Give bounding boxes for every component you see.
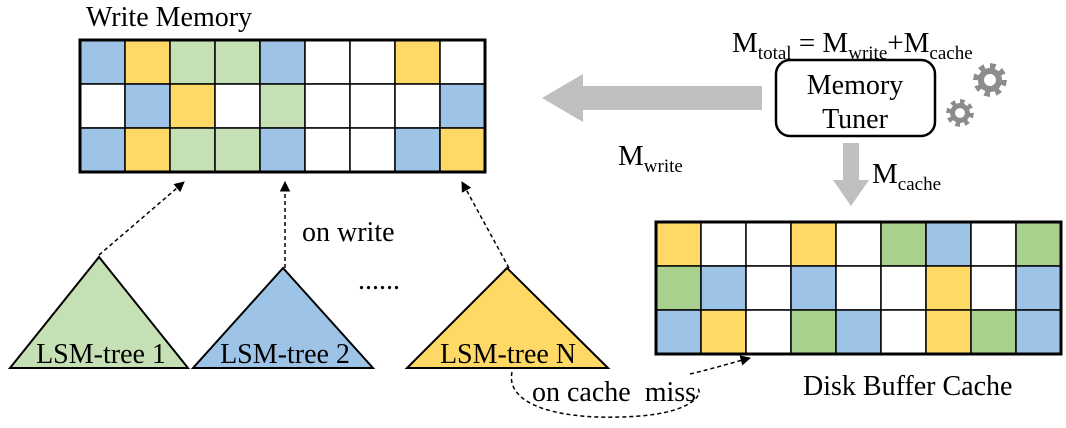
write-memory-cell (259, 83, 306, 129)
disk-cache-border (654, 220, 1063, 356)
lsm-tree-n-label: LSM-tree N (440, 339, 576, 370)
disk-cache-cell (970, 309, 1017, 355)
disk-cache-cell (790, 265, 837, 311)
lsm-tree-1 (7, 255, 191, 369)
disk-cache-cell (790, 309, 837, 355)
disk-cache-cell (970, 221, 1017, 267)
disk-cache-cell (970, 265, 1017, 311)
write-memory-cell (259, 127, 306, 173)
write-memory-cell (349, 127, 396, 173)
disk-cache-cell (700, 265, 747, 311)
disk-cache-cell (655, 221, 702, 267)
write-memory-cell (124, 127, 171, 173)
write-memory-cell (394, 127, 441, 173)
disk-cache-cell (1015, 265, 1062, 311)
disk-cache-cell (655, 309, 702, 355)
write-memory-cell (349, 39, 396, 85)
gear-hole (955, 108, 965, 118)
disk-cache-cell (745, 309, 792, 355)
tree1-to-memory-arrow (98, 181, 185, 256)
memory-tuner-box: Memory Tuner (774, 58, 937, 138)
disk-cache-cell (880, 265, 927, 311)
disk-cache-cell (925, 309, 972, 355)
disk-cache-cell (1015, 221, 1062, 267)
write-memory-cell (169, 127, 216, 173)
lsm-tree-n (404, 266, 611, 369)
disk-cache-cell (835, 265, 882, 311)
write-memory-cell (169, 39, 216, 85)
disk-cache-cell (700, 309, 747, 355)
write-memory-cell (349, 83, 396, 129)
disk-cache-cell (655, 265, 702, 311)
disk-cache-cell (925, 265, 972, 311)
lsm-tree-2 (190, 266, 376, 369)
lsm-tree-1-label: LSM-tree 1 (36, 339, 166, 370)
gears-icon (946, 63, 1007, 127)
m-write-arrow (542, 74, 762, 122)
memory-total-formula: Mtotal = Mwrite+Mcache (732, 27, 973, 64)
write-memory-grid (78, 38, 487, 174)
write-memory-cell (439, 127, 486, 173)
write-memory-cell (304, 83, 351, 129)
write-memory-cell (214, 39, 261, 85)
write-memory-border (78, 38, 487, 174)
cache-miss-arrow (689, 355, 752, 375)
write-memory-cell (394, 83, 441, 129)
on-cache-miss-label: on cache miss (532, 377, 696, 408)
disk-cache-cell (700, 221, 747, 267)
write-memory-cell (79, 83, 126, 129)
write-memory-cell (304, 39, 351, 85)
disk-cache-cell (880, 221, 927, 267)
lsm-tree-2-label: LSM-tree 2 (220, 339, 350, 370)
disk-cache-cell (1015, 309, 1062, 355)
write-memory-cell (169, 83, 216, 129)
disk-cache-cell (925, 221, 972, 267)
write-memory-cell (214, 83, 261, 129)
disk-cache-cell (880, 309, 927, 355)
write-memory-cell (124, 39, 171, 85)
on-write-label: on write (302, 217, 395, 248)
disk-buffer-cache-grid (654, 220, 1063, 356)
write-memory-cell (394, 39, 441, 85)
write-memory-cell (79, 39, 126, 85)
m-write-label: Mwrite (618, 140, 683, 177)
disk-buffer-cache-title: Disk Buffer Cache (803, 371, 1012, 402)
write-memory-title: Write Memory (86, 2, 252, 33)
disk-cache-cell (745, 265, 792, 311)
disk-cache-cell (745, 221, 792, 267)
m-cache-label: Mcache (872, 158, 941, 195)
write-memory-cell (214, 127, 261, 173)
cache-miss-curve (510, 371, 700, 418)
tuner-label-line2: Tuner (822, 104, 889, 135)
tuner-label-line1: Memory (807, 70, 903, 101)
write-memory-cell (259, 39, 306, 85)
disk-cache-cell (835, 221, 882, 267)
m-cache-arrow (833, 143, 869, 206)
write-memory-cell (439, 39, 486, 85)
write-memory-cell (439, 83, 486, 129)
write-memory-cell (124, 83, 171, 129)
ellipsis: ...... (358, 265, 400, 296)
disk-cache-cell (790, 221, 837, 267)
treeN-to-memory-arrow (461, 181, 510, 269)
write-memory-cell (79, 127, 126, 173)
gear-hole (984, 74, 996, 86)
write-memory-cell (304, 127, 351, 173)
disk-cache-cell (835, 309, 882, 355)
